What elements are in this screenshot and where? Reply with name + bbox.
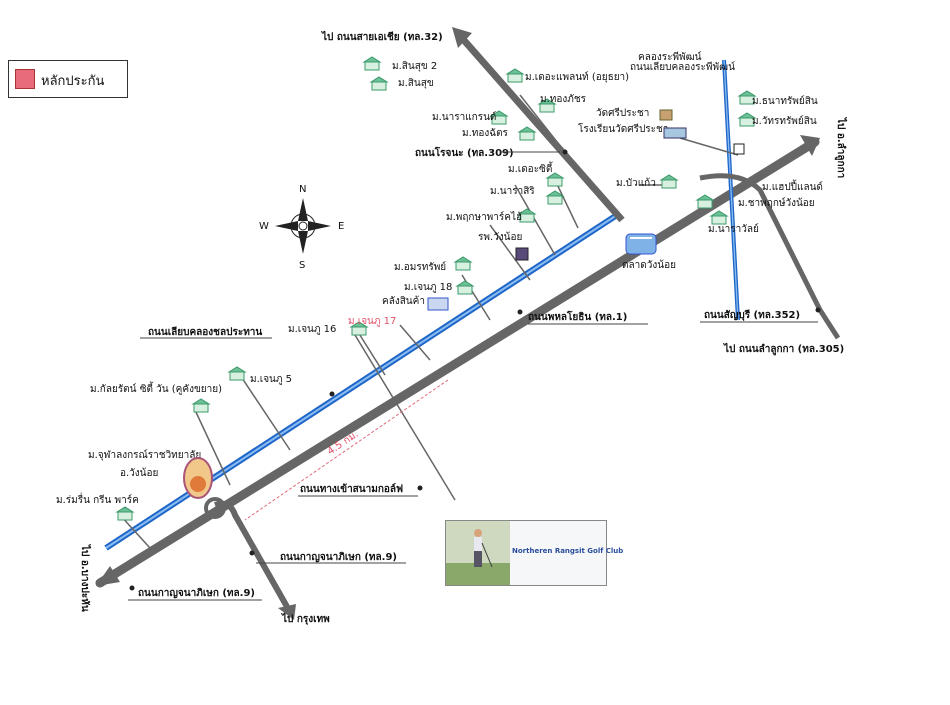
house-icon (115, 506, 135, 521)
house-icon (362, 56, 382, 71)
road-label-kanchana-2: ถนนกาญจนาภิเษก (ทล.9) (138, 587, 255, 599)
place-icons (115, 56, 757, 521)
road-label-right-top: ไป อ.ลำลูกกา (834, 117, 848, 178)
house-icon (709, 210, 729, 225)
place-amorn: ม.อมรทรัพย์ (394, 261, 446, 273)
house-icon (369, 76, 389, 91)
phahon-yothin-road (95, 135, 820, 588)
place-chenkoo18: ม.เจนภู 18 (404, 282, 452, 293)
place-thongchai: ม.ทองภัชร (540, 94, 587, 105)
place-theplant: ม.เดอะแพลนท์ (อยุธยา) (525, 71, 629, 83)
road-label-lumlukka: ไป ถนนลำลูกกา (ทล.305) (723, 342, 844, 356)
place-thanasap-1: ม.ธนาทรัพย์สิน (752, 95, 818, 107)
chula-building-icon (183, 457, 213, 499)
road-label-golf: ถนนทางเข้าสนามกอล์ฟ (300, 483, 403, 495)
place-market: ตลาดวังน้อย (622, 259, 676, 271)
road-nodes (129, 149, 821, 591)
house-icon (505, 68, 525, 83)
kanchanaphisek-road (204, 497, 296, 620)
place-pattaya: ม.พฤกษาพาร์คไฮ้ (446, 211, 522, 223)
svg-text:E: E (338, 221, 344, 232)
legend-label: หลักประกัน (41, 74, 105, 89)
road-label-chumphon: ถนนสัญบุรี (ทล.352) (704, 309, 800, 321)
rojana-road (452, 27, 625, 223)
distance-arrow (244, 379, 449, 521)
house-icon (517, 208, 537, 223)
compass-icon: N S E W (259, 184, 344, 271)
side-streets (119, 94, 739, 549)
hospital-icon (515, 247, 529, 261)
place-school: โรงเรียนวัดศรีประชา (578, 122, 668, 135)
place-thongchat: ม.ทองฉัตร (462, 128, 509, 139)
house-icon (545, 190, 565, 205)
road-label-left-bottom: ไป อ.บางปะหัน (79, 544, 92, 612)
canal-road (104, 210, 622, 551)
road-label-canal-top-2: ถนนเลียบคลองระพีพัฒน์ (630, 61, 735, 73)
house-icon (659, 174, 679, 189)
temple-icon (659, 109, 673, 121)
place-warehouse: คลังสินค้า (382, 295, 425, 307)
place-thanasap-2: ม.วัทรทรัพย์สิน (752, 115, 817, 127)
house-icon (737, 90, 757, 105)
place-chenkoo5: ม.เจนภู 5 (250, 374, 292, 385)
warehouse-icon (427, 297, 449, 311)
place-khanthong: ม.ชาพฤกษ์วังน้อย (738, 197, 815, 209)
place-rumrim: ม.ร่มรื่น กรีน พาร์ค (56, 492, 139, 506)
road-label-canal: ถนนเลียบคลองชลประทาน (148, 326, 262, 338)
road-label-phahon: ถนนพหลโยธิน (ทล.1) (528, 310, 627, 323)
rapeepat-canal (722, 59, 740, 321)
place-watsri: วัดศรีประชา (596, 107, 649, 119)
road-label-asia: ไป ถนนสายเอเชีย (ทล.32) (321, 30, 443, 43)
place-nara-grand: ม.นาราแกรนด์ (432, 111, 496, 123)
place-chula: ม.จุฬาลงกรณ์ราชวิทยาลัย (88, 449, 201, 461)
place-narasri: ม.นาราสิริ (490, 186, 535, 197)
place-buakaew: ม.บัวแก้ว (616, 177, 656, 189)
svg-text:N: N (299, 184, 306, 195)
golf-player-image (446, 521, 510, 585)
road-label-rojana: ถนนโรจนะ (ทล.309) (415, 146, 514, 159)
road-label-canal-top-1: คลองระพีพัฒน์ (638, 51, 702, 63)
place-sinsuk: ม.สินสุข (398, 78, 434, 89)
svg-text:W: W (259, 221, 269, 232)
house-icon (695, 194, 715, 209)
place-wangnoi: อ.วังน้อย (120, 467, 158, 479)
place-chenkoo17: ม.เจนภู 17 (348, 316, 396, 327)
house-icon (455, 280, 475, 295)
road-label-kanchana-1: ถนนกาญจนาภิเษก (ทล.9) (280, 551, 397, 563)
house-icon (453, 256, 473, 271)
place-thecity: ม.เดอะซิตี้ (508, 161, 553, 175)
house-icon (537, 98, 557, 113)
legend-swatch (15, 69, 35, 89)
house-icon (489, 110, 509, 125)
temple-marker-icon (733, 143, 745, 155)
place-hospital: รพ.วังน้อย (478, 231, 522, 243)
house-icon (349, 321, 369, 336)
house-icon (737, 112, 757, 127)
house-icon (517, 126, 537, 141)
place-happyland: ม.แฮปปี้แลนด์ (762, 179, 823, 193)
road-label-bangkok: ไป กรุงเทพ (281, 612, 330, 625)
place-narawan: ม.นาราวัลย์ (708, 223, 759, 235)
svg-text:S: S (299, 260, 305, 271)
legend: หลักประกัน (8, 60, 128, 98)
house-icon (191, 398, 211, 413)
lumlukka-road (699, 173, 841, 340)
place-kolorat: ม.กัลยรัตน์ ซิตี้ วัน (คูคังขยาย) (90, 381, 222, 395)
place-sinsuk2: ม.สินสุข 2 (392, 61, 437, 72)
market-icon (625, 233, 657, 255)
house-icon (545, 172, 565, 187)
house-icon (227, 366, 247, 381)
place-chenkoo16: ม.เจนภู 16 (288, 324, 336, 335)
school-icon (663, 127, 687, 139)
golf-club-card: Northeren Rangsit Golf Club (445, 520, 623, 586)
golf-club-name: Northeren Rangsit Golf Club (512, 547, 624, 555)
